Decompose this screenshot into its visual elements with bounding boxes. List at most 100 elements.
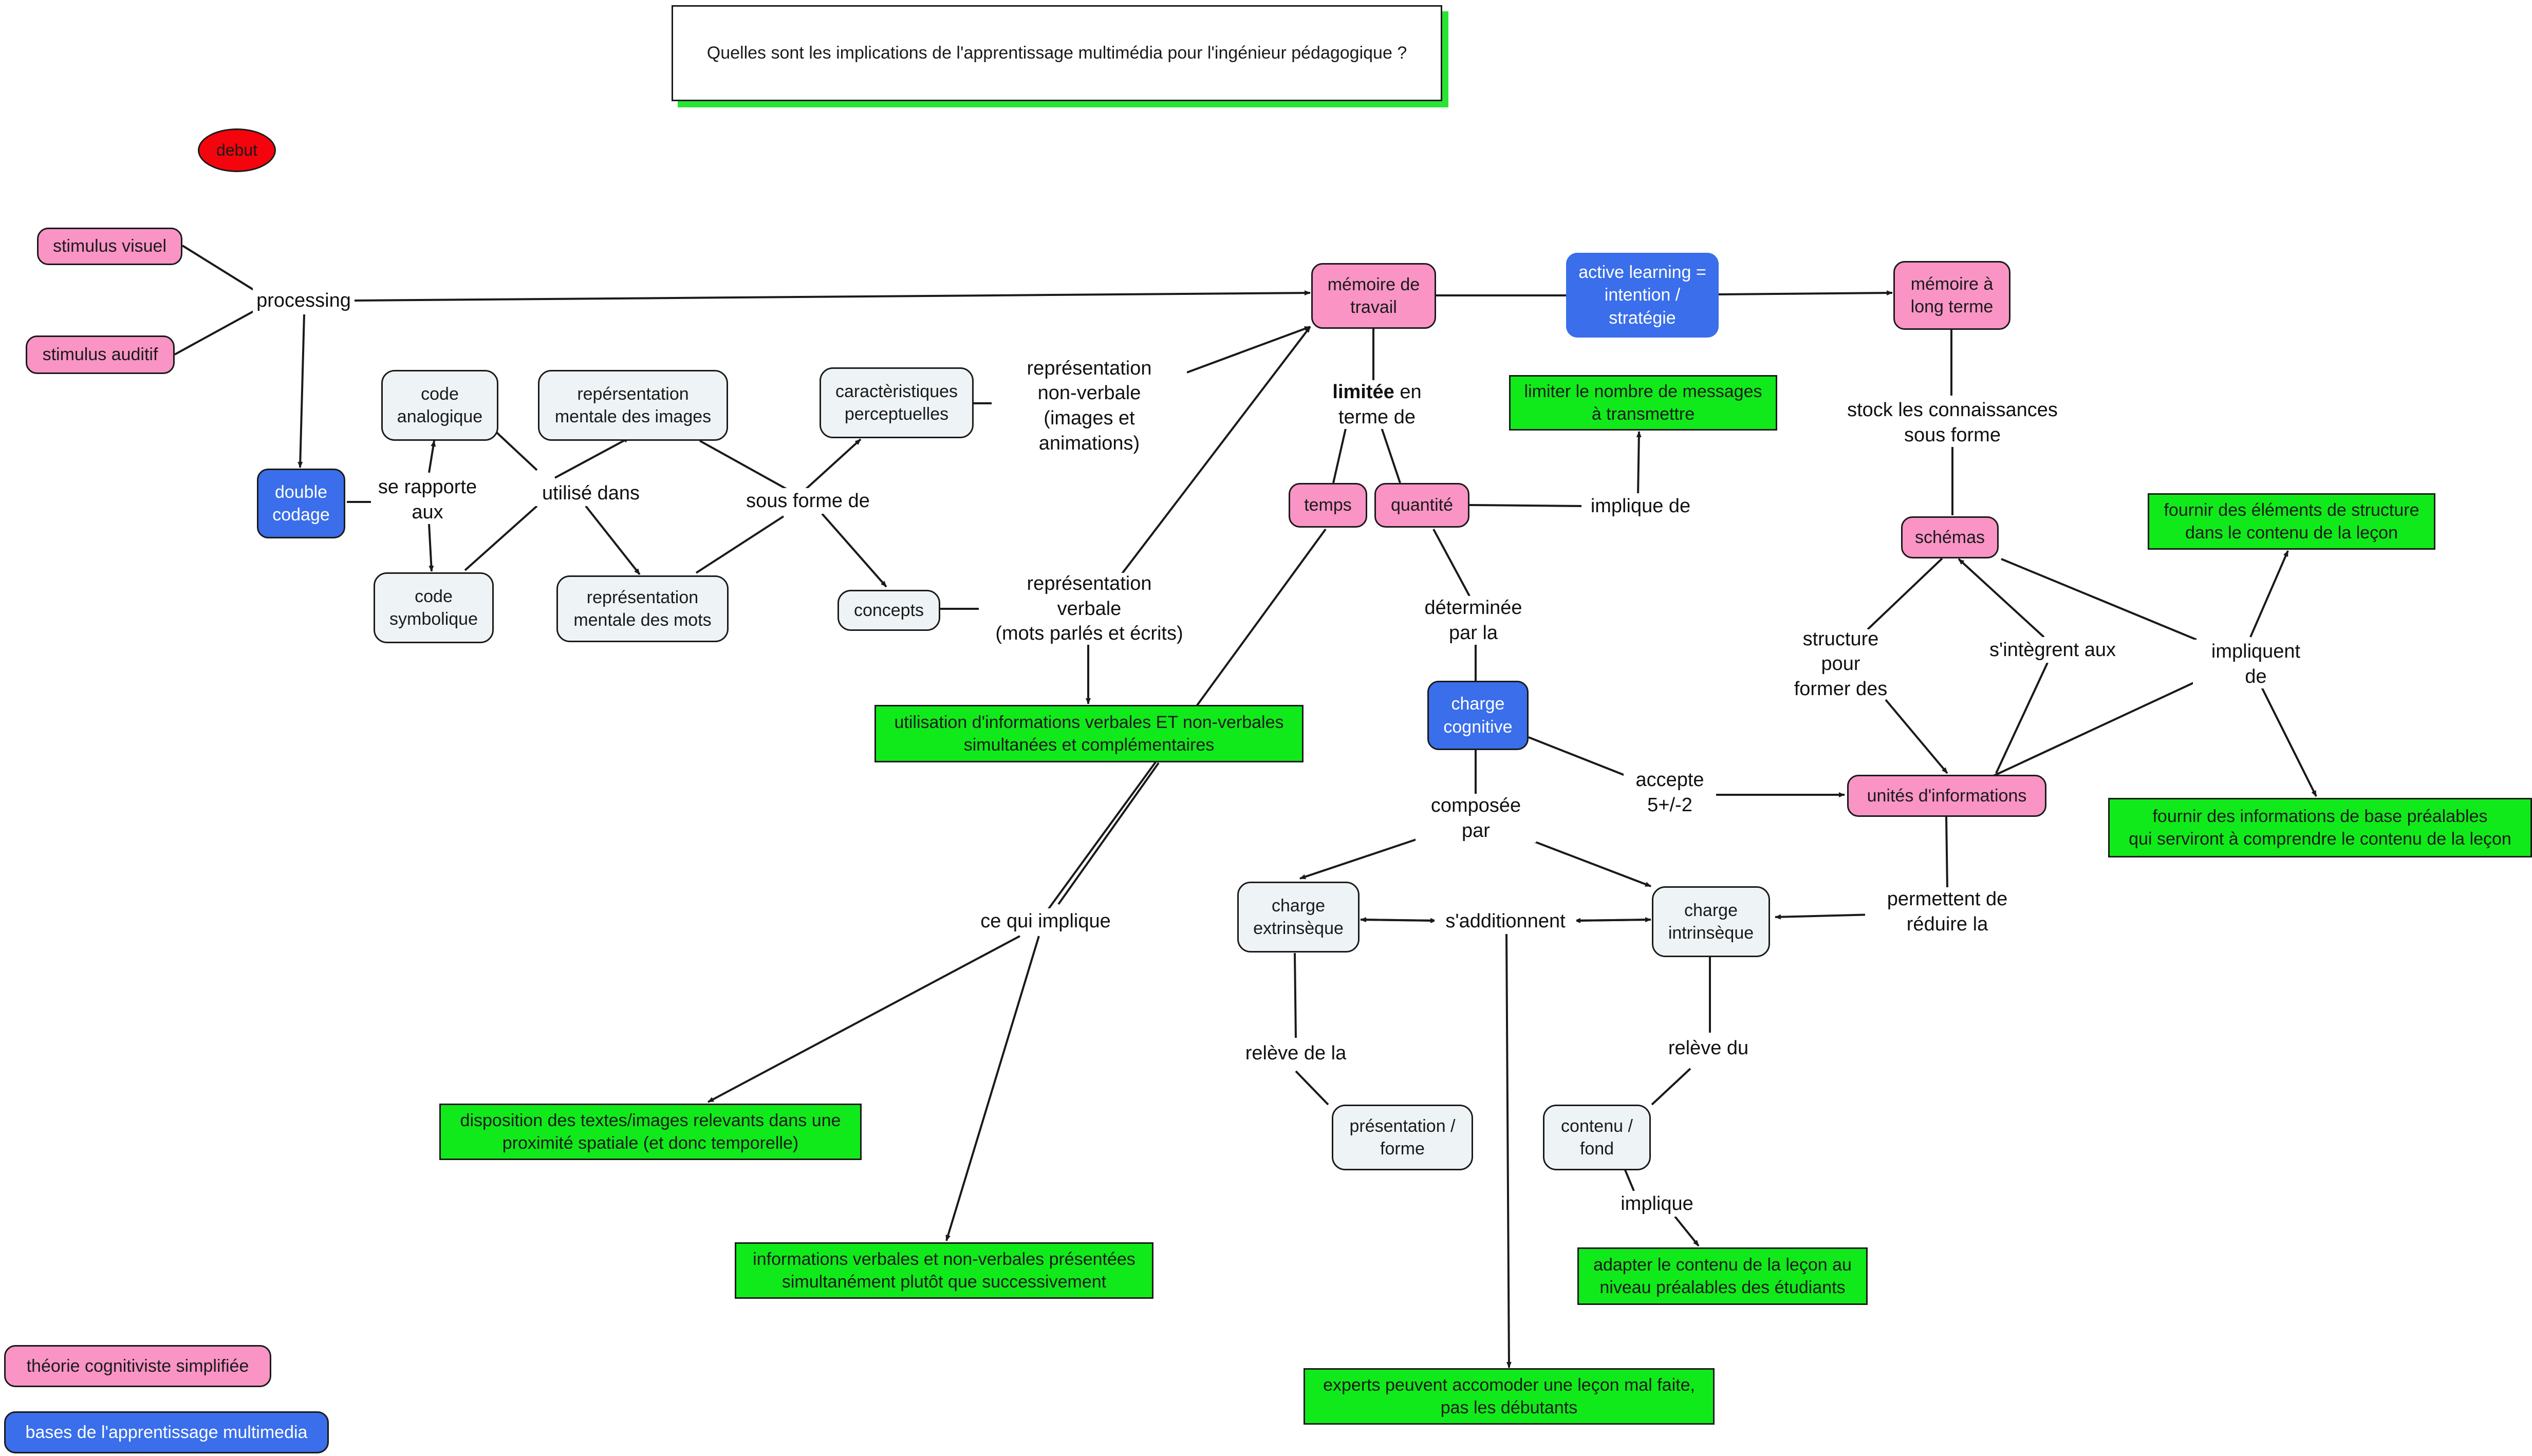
link-label-code-analogique (428, 440, 436, 473)
label-s-additionnent: s'additionnent (1435, 908, 1576, 934)
label-accepte: accepte 5+/-2 (1624, 768, 1716, 817)
memoire-long-terme-node[interactable]: mémoire à long terme (1893, 261, 2010, 330)
schemas-node[interactable]: schémas (1901, 516, 1999, 558)
link-label-code-symbolique (428, 524, 434, 572)
link-sous-forme-caracteristiques (803, 438, 862, 492)
label-limitee-bold: limitée (1332, 381, 1394, 403)
link-impliquent-fournir-base (2259, 683, 2317, 797)
debut-node[interactable]: debut (198, 128, 276, 172)
label-rep-verbale: représentation verbale (mots parlés et é… (979, 573, 1200, 645)
active-learning-node[interactable]: active learning = intention / stratégie (1566, 253, 1719, 338)
legend-blue: bases de l'apprentissage multimedia (4, 1411, 329, 1453)
link-processing-double-codage (297, 314, 305, 468)
rep-mots-node[interactable]: représentation mentale des mots (556, 575, 729, 642)
link-intrinseque-additionnent (1574, 918, 1651, 923)
link-extrinseque-releve (1294, 953, 1297, 1038)
charge-intrinseque-node[interactable]: charge intrinsèque (1652, 886, 1770, 957)
link-rep-mots-sous-forme (695, 515, 785, 574)
temps-node[interactable]: temps (1289, 483, 1367, 528)
link-structure-unites (1885, 699, 1948, 774)
link-utilise-rep-images (554, 437, 630, 479)
presentation-forme-node[interactable]: présentation / forme (1332, 1105, 1473, 1170)
legend-pink: théorie cognitiviste simplifiée (4, 1345, 271, 1387)
link-quantite-implique-de (1469, 504, 1584, 507)
label-implique-de: implique de (1581, 493, 1700, 519)
link-verbale-memoire (1116, 326, 1311, 581)
link-releve-du-contenu (1651, 1068, 1691, 1106)
limiter-messages-node[interactable]: limiter le nombre de messages à transmet… (1509, 375, 1777, 431)
link-composee-intrinseque (1523, 836, 1651, 887)
label-se-rapporte-aux: se rapporte aux (371, 475, 484, 524)
double-codage-node[interactable]: double codage (257, 469, 345, 538)
link-limitee-temps (1332, 426, 1347, 483)
label-releve-du: relève du (1647, 1035, 1770, 1061)
link-unites-impliquent (1993, 680, 2199, 777)
link-schemas-structure (1867, 557, 1943, 630)
charge-extrinseque-node[interactable]: charge extrinsèque (1237, 882, 1360, 953)
label-rep-non-verbale: représentation non-verbale (images et an… (992, 358, 1187, 454)
quantite-node[interactable]: quantité (1374, 483, 1469, 528)
link-composee-extrinseque (1299, 834, 1430, 880)
link-schemas-impliquent (2001, 558, 2197, 641)
label-permettent-reduire: permettent de réduire la (1865, 887, 2030, 936)
link-rep-images-sous-forme (699, 440, 802, 498)
link-processing-memoire (354, 290, 1311, 302)
disposition-node[interactable]: disposition des textes/images relevants … (439, 1104, 862, 1160)
code-symbolique-node[interactable]: code symbolique (374, 572, 494, 643)
contenu-fond-node[interactable]: contenu / fond (1543, 1105, 1651, 1170)
fournir-structure-node[interactable]: fournir des éléments de structure dans l… (2148, 493, 2435, 550)
link-implique-de-limiter (1636, 431, 1642, 496)
link-ce-qui-implique-disposition (708, 935, 1020, 1103)
utilisation-info-node[interactable]: utilisation d'informations verbales ET n… (874, 705, 1304, 762)
link-permettent-intrinseque (1775, 913, 1876, 920)
link-sous-forme-concepts (821, 513, 887, 588)
info-simultanees-node[interactable]: informations verbales et non-verbales pr… (735, 1242, 1153, 1299)
label-releve-de-la: relève de la (1226, 1040, 1365, 1066)
link-implique-adapter (1674, 1216, 1700, 1247)
experts-node[interactable]: experts peuvent accomoder une leçon mal … (1304, 1368, 1715, 1425)
link-integrent-schemas (1958, 558, 2045, 638)
stimulus-visuel-node[interactable]: stimulus visuel (37, 228, 182, 265)
adapter-contenu-node[interactable]: adapter le contenu de la leçon au niveau… (1577, 1247, 1868, 1305)
label-utilise-dans: utilisé dans (532, 480, 650, 506)
label-sous-forme-de: sous forme de (737, 488, 879, 514)
question-box: Quelles sont les implications de l'appre… (672, 5, 1442, 101)
link-charge-accepte (1528, 736, 1629, 778)
link-utilisation-ce-qui-implique (1057, 762, 1160, 905)
concepts-node[interactable]: concepts (837, 590, 940, 631)
label-ce-qui-implique: ce qui implique (961, 908, 1130, 934)
unites-info-node[interactable]: unités d'informations (1847, 775, 2046, 817)
link-ce-qui-implique-info-simultanees (945, 936, 1040, 1241)
link-non-verbale-memoire (1186, 326, 1311, 374)
link-contenu-implique (1624, 1168, 1635, 1191)
link-stimulus-auditif-processing (174, 310, 255, 356)
stimulus-auditif-node[interactable]: stimulus auditif (26, 335, 175, 374)
link-unites-integrent (1995, 662, 2049, 774)
memoire-travail-node[interactable]: mémoire de travail (1311, 263, 1436, 329)
link-additionnent-experts (1505, 932, 1512, 1368)
link-unites-permettent (1945, 816, 1948, 889)
label-limitee: limitée en terme de (1313, 380, 1441, 429)
link-utilise-rep-mots (585, 505, 641, 575)
label-s-integrent-aux: s'intègrent aux (1976, 637, 2130, 663)
label-composee-par: composée par (1416, 794, 1536, 843)
rep-images-node[interactable]: repérsentation mentale des images (538, 370, 728, 441)
link-quantite-determinee (1432, 529, 1470, 596)
code-analogique-node[interactable]: code analogique (381, 370, 498, 441)
label-limitee-rest: en terme de (1338, 381, 1422, 428)
label-structure-pour: structure pour former des (1783, 628, 1898, 700)
caracteristiques-node[interactable]: caractèristiques perceptuelles (820, 367, 974, 438)
link-limitee-quantite (1380, 426, 1401, 483)
fournir-base-node[interactable]: fournir des informations de base préalab… (2108, 798, 2532, 857)
link-releve-presentation (1295, 1070, 1329, 1106)
link-impliquent-fournir-structure (2249, 550, 2289, 638)
label-implique: implique (1606, 1191, 1708, 1217)
label-processing: processing (253, 288, 355, 313)
link-active-long-terme (1718, 290, 1893, 296)
label-determinee-par-la: déterminée par la (1410, 596, 1536, 645)
label-impliquent-de: impliquent de (2193, 640, 2319, 688)
link-extrinseque-additionnent (1360, 918, 1437, 923)
charge-cognitive-node[interactable]: charge cognitive (1427, 681, 1529, 750)
link-code-symbolique-utilise (464, 505, 538, 571)
